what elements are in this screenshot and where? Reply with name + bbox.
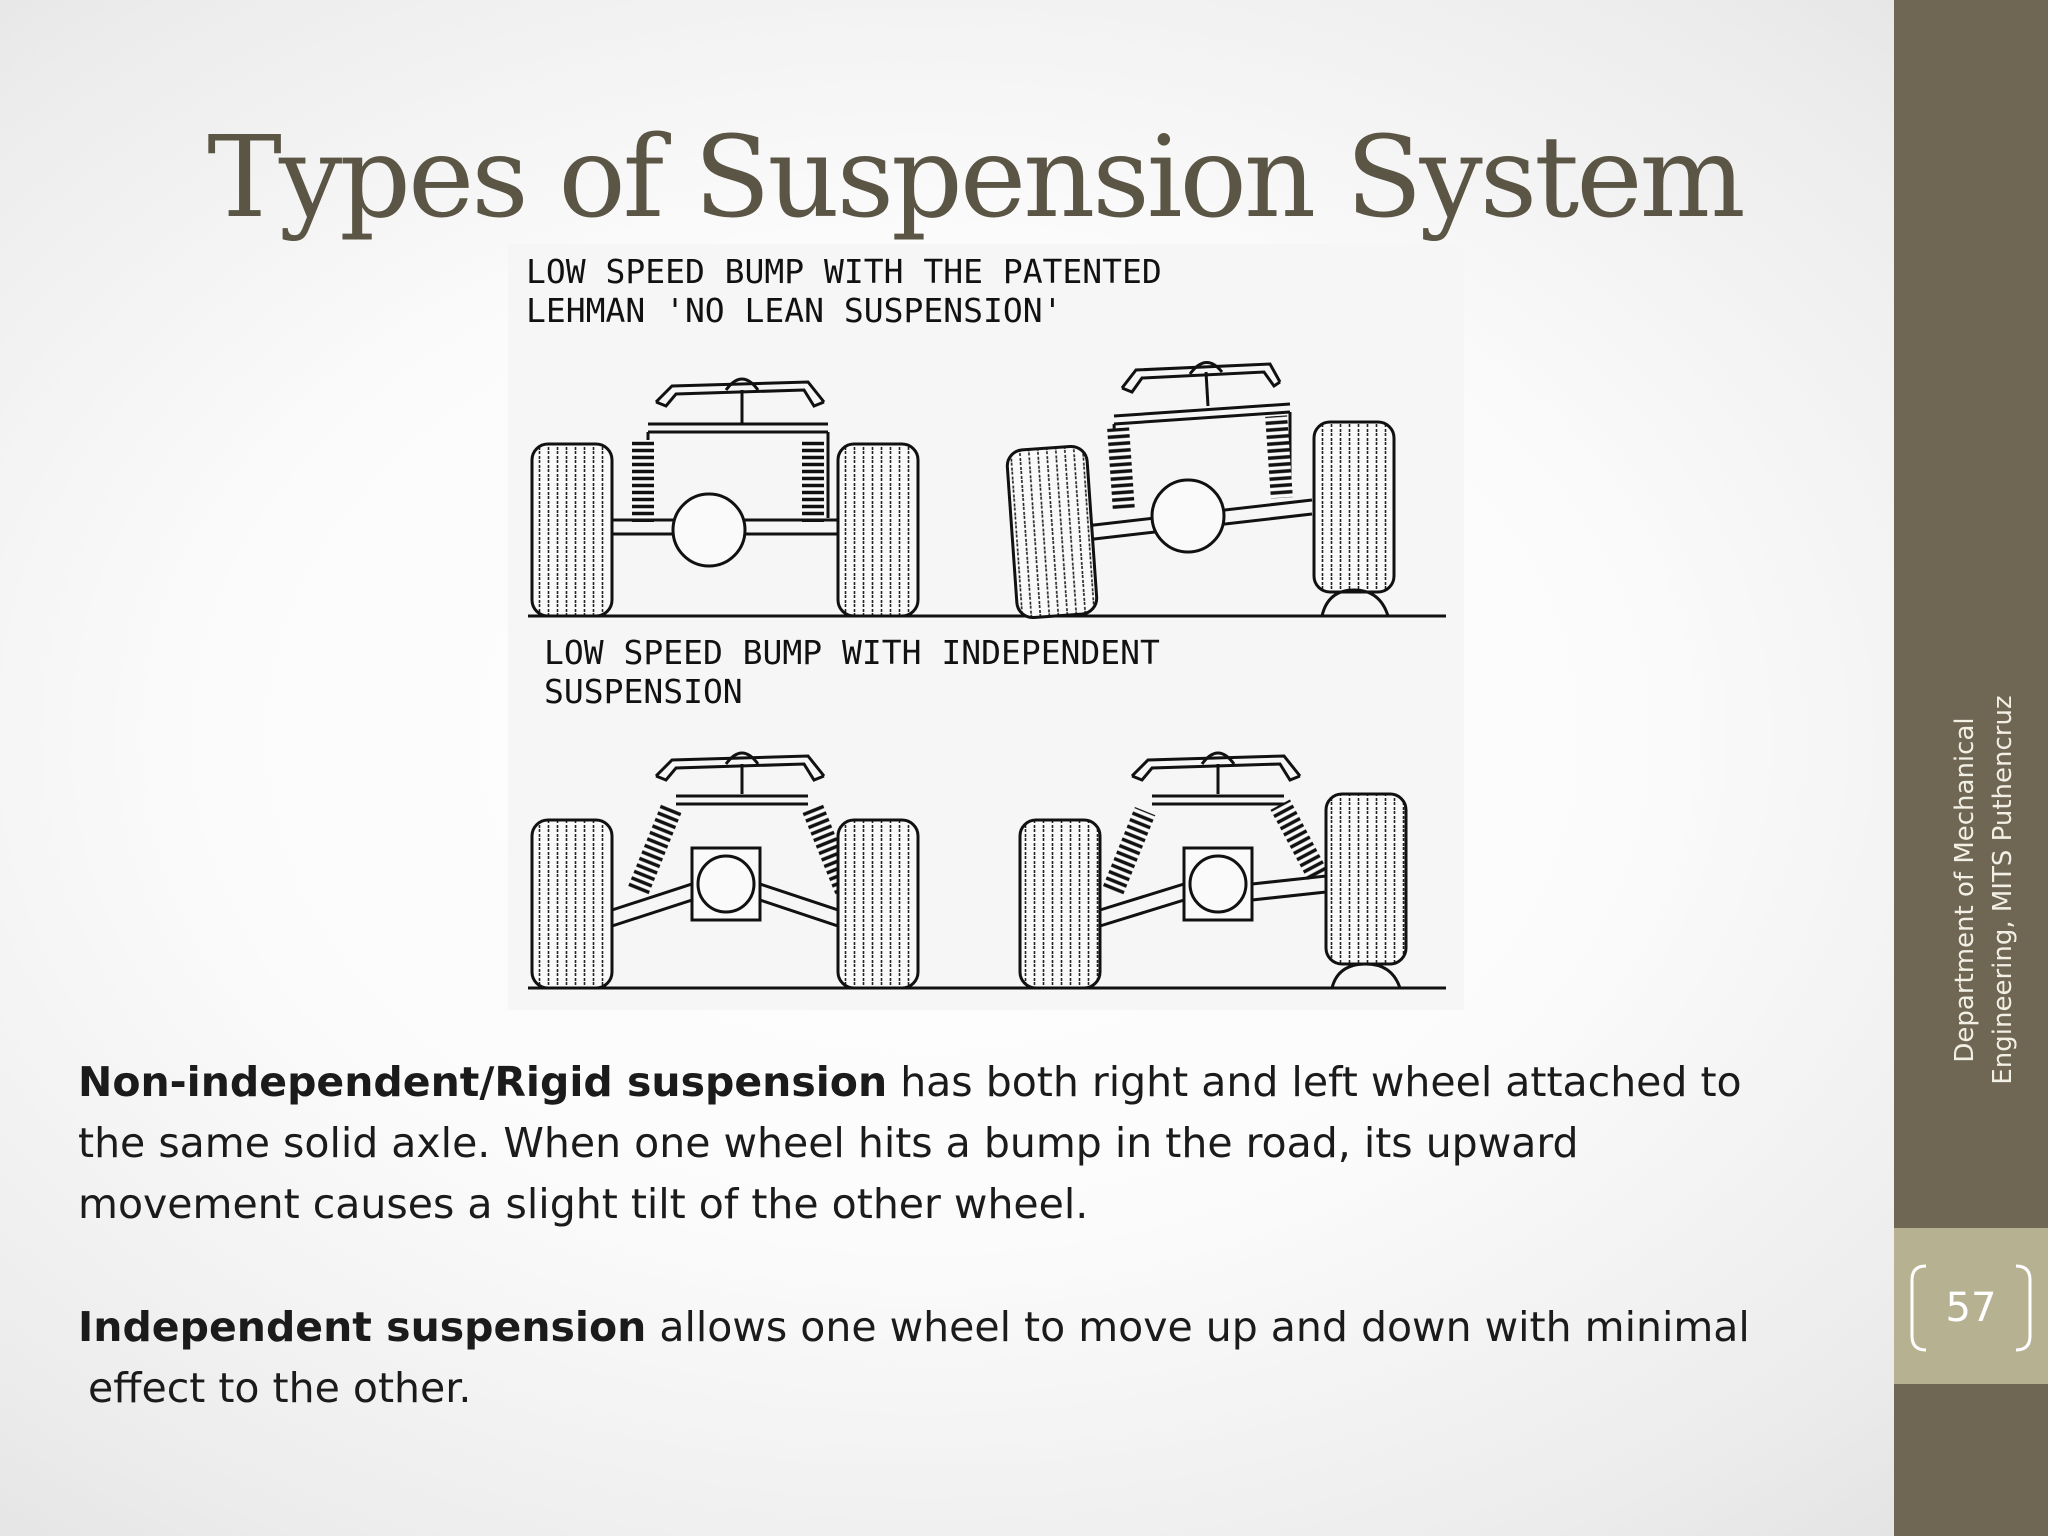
paragraph-independent-text-line1: allows one wheel to move up and down wit… <box>646 1303 1750 1351</box>
page-number-band <box>1894 1228 2048 1384</box>
suspension-diagram: LOW SPEED BUMP WITH THE PATENTED LEHMAN … <box>508 244 1464 1010</box>
top-caption-line2: LEHMAN 'NO LEAN SUSPENSION' <box>526 291 1062 330</box>
rigid-axle-tilted-vehicle <box>1005 361 1396 620</box>
top-caption-line1: LOW SPEED BUMP WITH THE PATENTED <box>526 252 1162 291</box>
footer-line2: Engineering, MITS Puthencruz <box>1988 695 2018 1085</box>
paragraph-independent-suspension: Independent suspension allows one wheel … <box>78 1297 1798 1419</box>
body-text: Non-independent/Rigid suspension has bot… <box>78 1052 1798 1419</box>
paragraph-rigid-text: has both right and left wheel attached t… <box>78 1058 1742 1228</box>
independent-tilted-vehicle <box>1018 751 1408 990</box>
footer-line1: Department of Mechanical <box>1950 717 1980 1063</box>
page-number-box: 57 <box>1908 1262 2034 1354</box>
bottom-caption-line1: LOW SPEED BUMP WITH INDEPENDENT <box>544 633 1160 672</box>
page-number-brackets <box>1910 1264 2032 1352</box>
slide-title: Types of Suspension System <box>207 113 1745 243</box>
independent-level-vehicle <box>530 751 920 990</box>
footer-text: Department of Mechanical Engineering, MI… <box>1946 680 2022 1100</box>
term-rigid-suspension: Non-independent/Rigid suspension <box>78 1058 888 1106</box>
page-number: 57 <box>1945 1285 1997 1331</box>
paragraph-rigid-suspension: Non-independent/Rigid suspension has bot… <box>78 1052 1798 1235</box>
rigid-axle-level-vehicle <box>530 377 920 618</box>
term-independent-suspension: Independent suspension <box>78 1303 647 1351</box>
bottom-caption-line2: SUSPENSION <box>544 672 743 711</box>
paragraph-independent-text-line2: effect to the other. <box>88 1364 472 1412</box>
